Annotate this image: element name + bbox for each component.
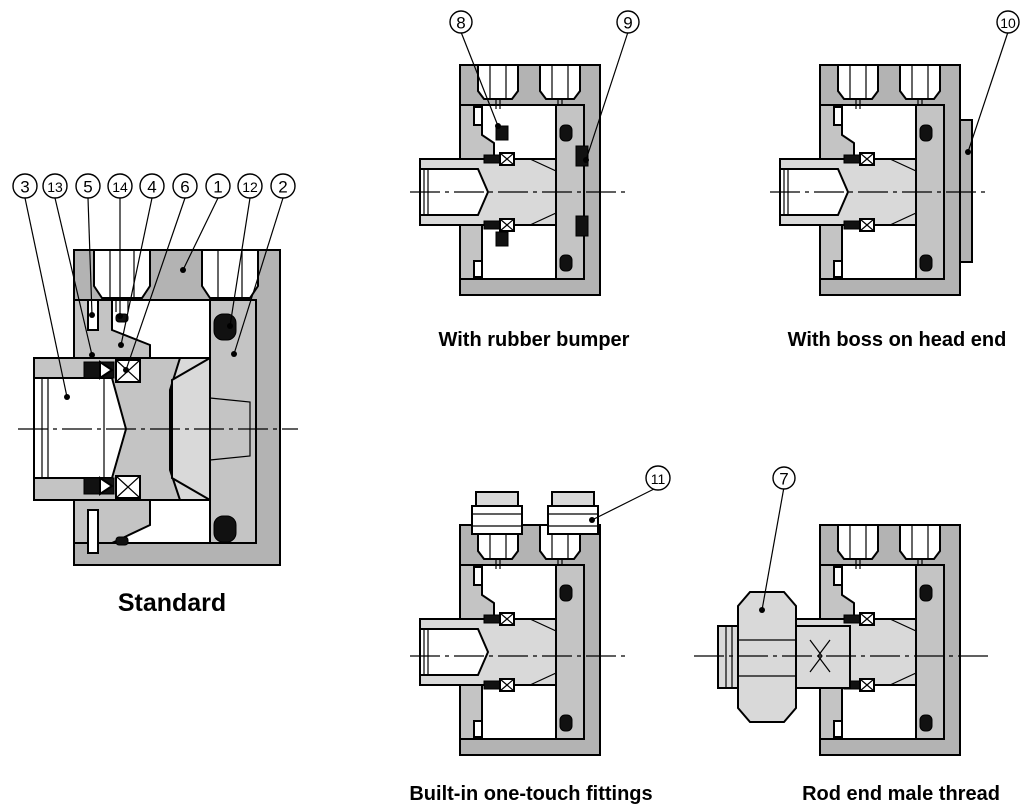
svg-text:13: 13 [47, 179, 63, 195]
callout-10: 10 [996, 10, 1020, 34]
svg-text:1: 1 [213, 178, 222, 197]
callout-4: 4 [139, 173, 165, 199]
caption-standard: Standard [118, 589, 226, 617]
callout-7: 7 [772, 466, 796, 490]
male-thread-diagram: 7 Rod end male thread [694, 466, 1000, 805]
caption-rubber-bumper: With rubber bumper [439, 329, 630, 351]
svg-text:2: 2 [278, 178, 287, 197]
svg-text:14: 14 [112, 179, 128, 195]
callout-6: 6 [172, 173, 198, 199]
callout-5: 5 [75, 173, 101, 199]
caption-male-thread: Rod end male thread [802, 783, 1000, 805]
rubber-bumper-diagram: 8 9 With rubber bumper [410, 10, 640, 351]
callout-13: 13 [42, 173, 68, 199]
svg-text:10: 10 [1000, 15, 1016, 31]
caption-boss-head-end: With boss on head end [788, 329, 1007, 351]
svg-text:7: 7 [779, 470, 788, 489]
svg-text:5: 5 [83, 178, 92, 197]
svg-text:6: 6 [180, 178, 189, 197]
svg-text:4: 4 [147, 178, 156, 197]
svg-text:8: 8 [456, 14, 465, 33]
svg-text:3: 3 [20, 178, 29, 197]
one-touch-diagram: 11 Built-in one-touch fittings [409, 465, 671, 805]
callout-12: 12 [237, 173, 263, 199]
svg-text:9: 9 [623, 14, 632, 33]
callout-11: 11 [645, 465, 671, 491]
boss-head-end-diagram: 10 With boss on head end [770, 10, 1020, 351]
callout-1: 1 [205, 173, 231, 199]
caption-one-touch: Built-in one-touch fittings [409, 783, 652, 805]
standard-diagram: 3 13 5 14 4 6 1 12 2 Standard [12, 173, 298, 617]
callout-9: 9 [616, 10, 640, 34]
callout-8: 8 [449, 10, 473, 34]
callout-2: 2 [270, 173, 296, 199]
callout-14: 14 [107, 173, 133, 199]
svg-text:11: 11 [651, 471, 666, 487]
callout-3: 3 [12, 173, 38, 199]
svg-text:12: 12 [242, 179, 258, 195]
